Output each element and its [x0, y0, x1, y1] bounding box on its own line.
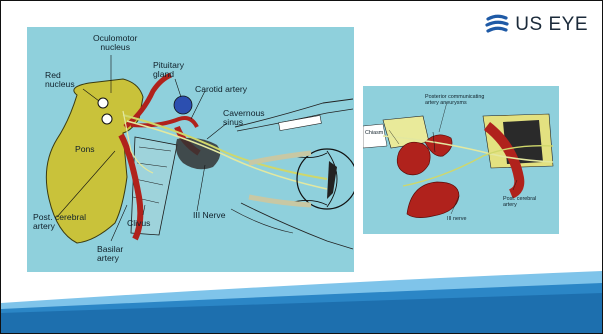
oculomotor-anatomy-figure: Oculomotor nucleus Pituitary gland Red n… — [27, 27, 354, 272]
aneurysm-anatomy-figure: Posterior communicating artery aneurysms… — [363, 86, 559, 234]
label-iii-nerve: III Nerve — [193, 211, 225, 220]
eye-stripes-icon — [485, 14, 509, 36]
brand-name: US EYE — [515, 14, 588, 36]
aneurysm-anatomy-drawing — [363, 86, 559, 234]
label-clivus: Clivus — [127, 219, 150, 228]
label-post-cerebral-artery-small: Post. cerebral artery — [503, 196, 536, 208]
label-pituitary-gland: Pituitary gland — [153, 61, 184, 79]
label-aneurysm: Posterior communicating artery aneurysms — [425, 94, 484, 106]
label-pons: Pons — [75, 145, 95, 154]
label-oculomotor-nucleus: Oculomotor nucleus — [93, 34, 137, 52]
label-basilar-artery: Basilar artery — [97, 245, 123, 263]
footer-wave — [1, 269, 602, 333]
label-chiasm: Chiasm — [365, 130, 383, 136]
label-red-nucleus: Red nucleus — [45, 71, 75, 89]
label-iii-nerve-small: III nerve — [447, 216, 466, 222]
label-cavernous-sinus: Cavernous sinus — [223, 109, 265, 127]
label-post-cerebral-artery: Post. cerebral artery — [33, 213, 86, 231]
label-carotid-artery: Carotid artery — [195, 85, 247, 94]
brand-logo: US EYE — [485, 14, 588, 36]
